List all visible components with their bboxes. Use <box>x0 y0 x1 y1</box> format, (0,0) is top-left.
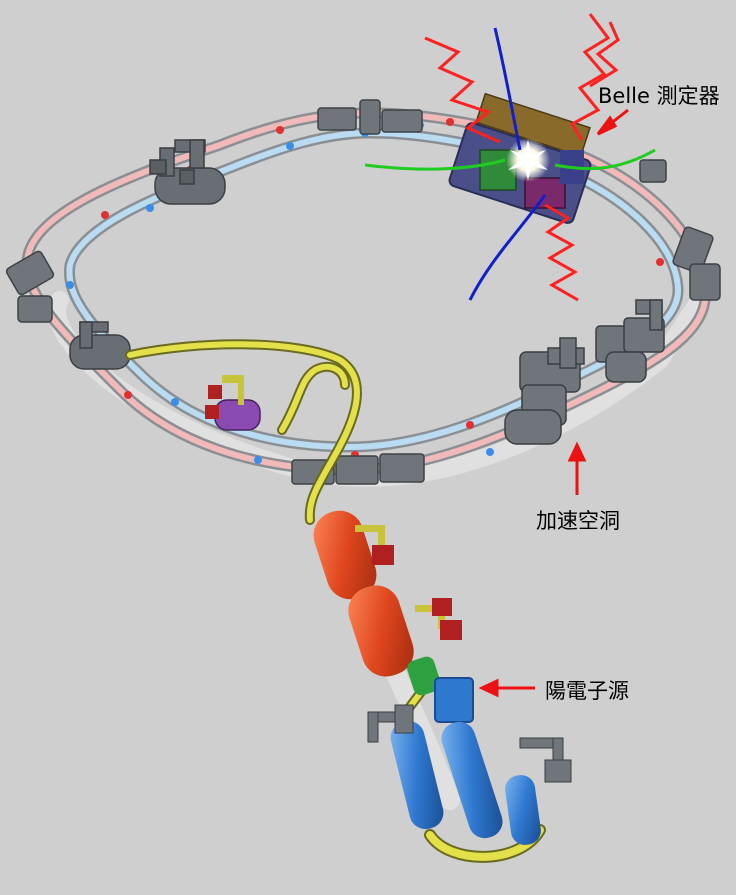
arrow-cavity <box>567 441 587 495</box>
injection-kicker <box>205 375 261 431</box>
particle-tracks <box>364 27 656 301</box>
ring-magnets <box>5 99 721 485</box>
cavity-label: 加速空洞 <box>536 509 620 533</box>
linac <box>313 510 541 845</box>
linac-supports <box>355 525 572 783</box>
cavity-left-2 <box>69 321 131 370</box>
positron-source-label: 陽電子源 <box>545 679 629 703</box>
photon-rays <box>424 13 620 302</box>
cavity-left <box>149 139 226 205</box>
ler-ring <box>66 129 682 451</box>
arrow-belle <box>596 108 629 136</box>
cavity-right <box>504 299 665 445</box>
arrow-positron-source <box>478 678 535 698</box>
belle-detector <box>448 92 592 224</box>
belle-detector-label: Belle 測定器 <box>598 84 720 108</box>
